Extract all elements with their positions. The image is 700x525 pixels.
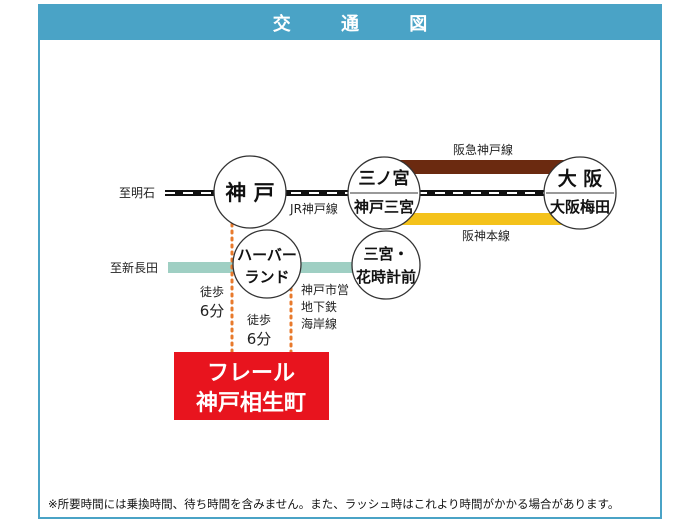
- hankyu-line-label: 阪急神戸線: [453, 142, 513, 157]
- station-sannomiya-hanadokeimae: [351, 230, 421, 300]
- station-sannomiya-hanadokeimae-label-2: 花時計前: [356, 268, 416, 286]
- walk-time-kobe-label-2: 6分: [200, 302, 225, 320]
- footnote: ※所要時間には乗換時間、待ち時間を含みません。また、ラッシュ時はこれより時間がか…: [48, 497, 619, 511]
- destination-box: [174, 352, 329, 420]
- station-sannomiya-bottom-label: 神戸三宮: [354, 198, 414, 216]
- kaigan-line-label-1: 神戸市営: [301, 282, 349, 297]
- hankyu-line: [382, 160, 582, 174]
- station-kobe: [213, 155, 287, 229]
- kaigan-line-label-2: 地下鉄: [301, 299, 337, 314]
- station-sannomiya-hanadokeimae-label-1: 三宮・: [363, 245, 408, 263]
- station-osaka-bottom-label: 大阪梅田: [550, 198, 610, 216]
- to-akashi-label: 至明石: [119, 186, 155, 200]
- route-map-panel: 交 通 図: [38, 4, 662, 519]
- destination-name-line2: 神戸相生町: [196, 390, 306, 416]
- kaigan-line-label-3: 海岸線: [301, 316, 337, 331]
- station-kobe-label: 神 戸: [225, 181, 274, 205]
- walk-time-kobe-label-1: 徒歩: [200, 284, 224, 299]
- walk-time-harbor-label-2: 6分: [247, 330, 272, 348]
- to-shinnagata-label: 至新長田: [110, 260, 158, 275]
- hanshin-line-label: 阪神本線: [462, 228, 510, 243]
- destination-name-line1: フレール: [207, 361, 295, 386]
- jr-line-label: JR神戸線: [289, 201, 338, 216]
- walk-time-harbor-label-1: 徒歩: [247, 312, 271, 327]
- station-sannomiya-top-label: 三ノ宮: [359, 168, 410, 189]
- hanshin-line: [382, 213, 582, 225]
- station-harborland-label-1: ハーバー: [237, 246, 297, 264]
- station-harborland: [232, 229, 302, 299]
- station-osaka-top-label: 大 阪: [558, 167, 604, 190]
- station-harborland-label-2: ランド: [244, 268, 289, 286]
- page-title: 交 通 図: [40, 6, 660, 40]
